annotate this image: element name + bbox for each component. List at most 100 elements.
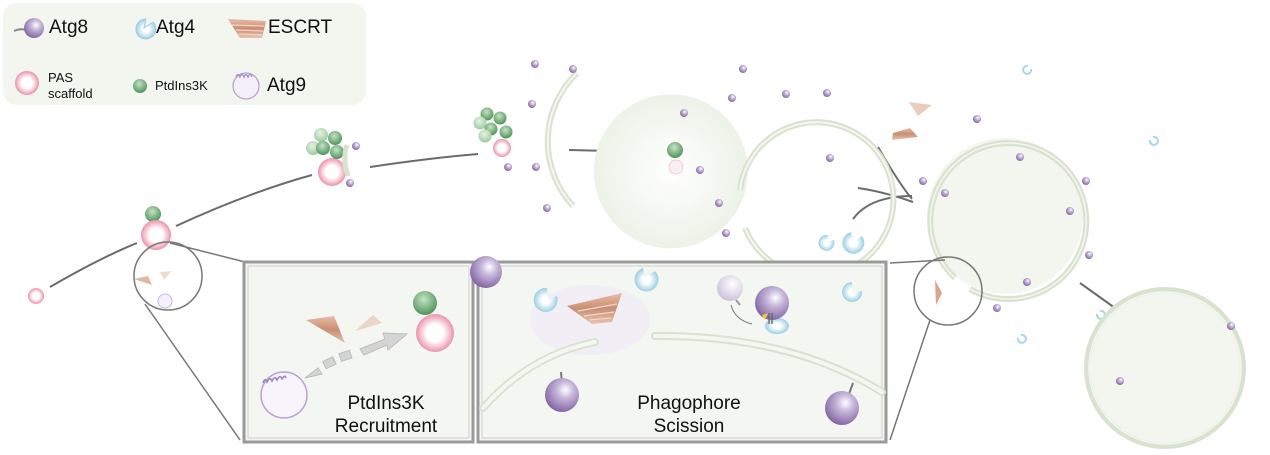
panel-inner-frame <box>247 265 470 439</box>
autophagosome-interior <box>927 138 1083 294</box>
panel-inner-frame <box>481 265 883 439</box>
ptdins3k <box>473 116 487 130</box>
pas-scaffold <box>141 220 171 250</box>
atg4-cluster <box>533 268 863 334</box>
path-line-2 <box>175 174 313 227</box>
legend-item-pas-scaffold <box>15 71 39 95</box>
legend-label-pas-line1: PAS <box>48 70 74 85</box>
atg8 <box>1116 377 1124 385</box>
atg8-icon <box>13 18 44 38</box>
legend-label-ptdins3k: PtdIns3K <box>155 78 208 93</box>
legend-item-atg8 <box>13 18 44 38</box>
ptdins3k <box>478 129 492 143</box>
panel-label-line1: PtdIns3K <box>347 393 425 414</box>
atg8 <box>545 378 579 412</box>
ptdins3k <box>413 291 437 315</box>
atg8-released <box>717 275 743 301</box>
stage-7-mature-autophagosome <box>1084 287 1246 449</box>
legend-item-atg4 <box>135 18 157 40</box>
legend-background <box>3 3 366 105</box>
path-line-7 <box>852 195 913 220</box>
atg8 <box>352 142 360 150</box>
panel-phagophore-scission <box>470 256 888 444</box>
panel-label-ptdins3k-recruitment: PtdIns3K Recruitment <box>316 392 456 438</box>
legend-item-ptdins3k <box>133 79 147 93</box>
membrane-lumen <box>481 340 597 410</box>
autophagosome-membrane <box>1084 287 1246 449</box>
ptdins3k <box>314 128 328 142</box>
ptdins3k <box>306 141 320 155</box>
membrane-lumen <box>653 333 884 394</box>
atg9-vesicle <box>157 293 173 309</box>
zoom-projection-top <box>169 242 246 263</box>
legend-label-pas-line2: scaffold <box>48 86 93 101</box>
atg8-cluster <box>680 65 834 237</box>
legend-label-atg8: Atg8 <box>49 17 89 38</box>
panel-ptdins3k-recruitment <box>242 260 475 444</box>
legend-label-atg9: Atg9 <box>267 75 307 96</box>
ptdins3k <box>316 141 330 155</box>
atg8-cluster <box>919 115 1093 312</box>
legend-label-atg4: Atg4 <box>156 17 196 38</box>
cleavage-arrow-icon <box>730 304 753 325</box>
stage-5-large-phagophore <box>593 65 897 280</box>
escrt <box>567 293 622 324</box>
zoom-projection-bottom-right <box>889 319 931 441</box>
path-line-6 <box>857 187 914 203</box>
ptdins3k <box>499 125 513 139</box>
path-line-8 <box>1079 282 1116 309</box>
pas-scaffold-faded <box>668 159 684 175</box>
atg4-icon <box>135 18 157 40</box>
phagophore-membrane <box>544 70 580 209</box>
stage-2-ptdins3k-recruit <box>133 206 246 441</box>
atg8 <box>1227 322 1235 330</box>
pas-scaffold <box>28 288 44 304</box>
legend <box>3 3 366 105</box>
atg8-stalk <box>735 299 741 306</box>
pas-scaffold <box>416 314 454 352</box>
escrt <box>134 276 152 285</box>
ptdins3k <box>667 142 683 158</box>
escrt-cluster <box>306 315 382 343</box>
panel-label-phagophore-scission: Phagophore Scission <box>614 392 764 438</box>
atg4-cluster <box>818 232 865 254</box>
pas-scaffold-icon <box>15 71 39 95</box>
legend-item-atg9 <box>232 72 260 100</box>
cleavage-site-icon <box>762 313 768 320</box>
panel-label-line1: Phagophore <box>637 393 741 414</box>
ptdins3k <box>328 131 342 145</box>
membrane-lumen <box>546 72 578 207</box>
ptdins3k <box>480 107 494 121</box>
atg8 <box>346 179 354 187</box>
ptdins3k <box>330 145 344 159</box>
legend-item-escrt <box>228 19 266 38</box>
atg8-anchor <box>768 313 773 324</box>
atg8-bound <box>755 286 789 320</box>
atg9-icon <box>232 72 260 100</box>
escrt-cluster <box>892 102 932 140</box>
recruitment-arrow-icon <box>304 332 409 379</box>
pas-scaffold <box>318 158 346 186</box>
legend-label-escrt: ESCRT <box>268 17 333 38</box>
pas-scaffold <box>493 139 511 157</box>
stage-4-expanding-phagophore <box>473 60 580 212</box>
panel-label-line2: Scission <box>653 416 725 437</box>
stage-1-pas-initial <box>28 288 44 304</box>
escrt-icon <box>228 19 266 38</box>
path-line-1 <box>49 242 138 288</box>
escrt-faded <box>160 271 172 280</box>
atg9-vesicle <box>260 371 308 419</box>
membrane-lumen <box>1088 291 1242 445</box>
atg8 <box>825 391 859 425</box>
ptdins3k <box>493 111 507 125</box>
membrane-lumen <box>929 142 1087 300</box>
path-line-3 <box>369 153 479 168</box>
phagophore-membrane <box>342 144 351 177</box>
ptdins3k-icon <box>133 79 147 93</box>
atg8 <box>470 256 502 288</box>
atg8-cluster <box>504 60 577 212</box>
magnifier-circle-right <box>913 256 983 326</box>
magnifier-circle-left <box>133 241 203 311</box>
panel-label-line2: Recruitment <box>334 416 438 437</box>
